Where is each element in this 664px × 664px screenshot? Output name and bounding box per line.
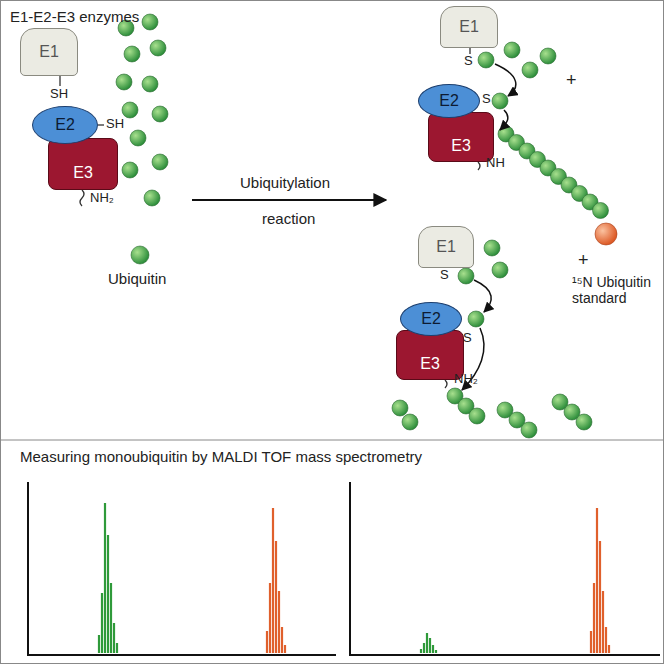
ubiquitin-balls [478,42,556,109]
enzyme-label: E1 [39,43,59,61]
panel-divider [0,440,664,441]
enzyme-label: E3 [420,355,440,373]
thioester-label: S [463,331,472,346]
spectrum-axes [28,482,660,655]
e1-enzyme: E1 [20,28,78,76]
thioester-label: S [464,54,473,69]
e1-enzyme: E1 [418,226,474,268]
e3-enzyme: E3 [428,112,494,162]
isotope-peak [591,508,609,653]
spectrum-peaks [99,503,609,653]
thiol-label: SH [106,117,124,132]
e2-enzyme: E2 [32,106,98,144]
thiol-label: SH [50,87,68,102]
amine-label: NH₂ [454,372,478,387]
ubiquitin-balls [392,240,592,438]
isotope-peak [99,503,117,653]
transfer-arrows [495,64,516,130]
isotope-peak [421,633,436,653]
plus-sign: + [566,70,577,91]
thioester-label: S [482,92,491,107]
reaction-arrow [192,199,386,201]
isotope-peak [267,508,285,653]
thioester-label: S [440,268,449,283]
ubiquitin-chain [498,126,609,219]
arrow-label: Ubiquitylation [240,174,330,191]
e3-enzyme: E3 [48,138,118,190]
e2-enzyme: E2 [400,302,462,336]
e1-enzyme: E1 [440,6,498,48]
arrow-label: reaction [262,210,315,227]
enzyme-label: E1 [459,18,479,36]
enzyme-label: E2 [439,92,459,110]
enzyme-label: E2 [55,116,75,134]
enzyme-label: E3 [73,164,93,182]
n15-ubiquitin-ball [595,223,617,245]
e3-enzyme: E3 [396,330,464,380]
plus-sign: + [578,250,589,271]
bonds [60,48,480,388]
amine-label: NH [486,156,505,171]
standard-label: ¹⁵N Ubiquitin standard [572,274,660,306]
enzyme-label: E3 [451,137,471,155]
enzyme-label: E1 [436,238,456,256]
amine-label: NH₂ [90,191,114,206]
panel-heading: Measuring monoubiquitin by MALDI TOF mas… [20,448,422,465]
enzyme-label: E2 [421,310,441,328]
e2-enzyme: E2 [418,84,480,118]
ubiquitin-label: Ubiquitin [108,270,166,287]
panel-title: E1-E2-E3 enzymes [10,8,139,25]
ubiquitin-balls [116,14,168,264]
